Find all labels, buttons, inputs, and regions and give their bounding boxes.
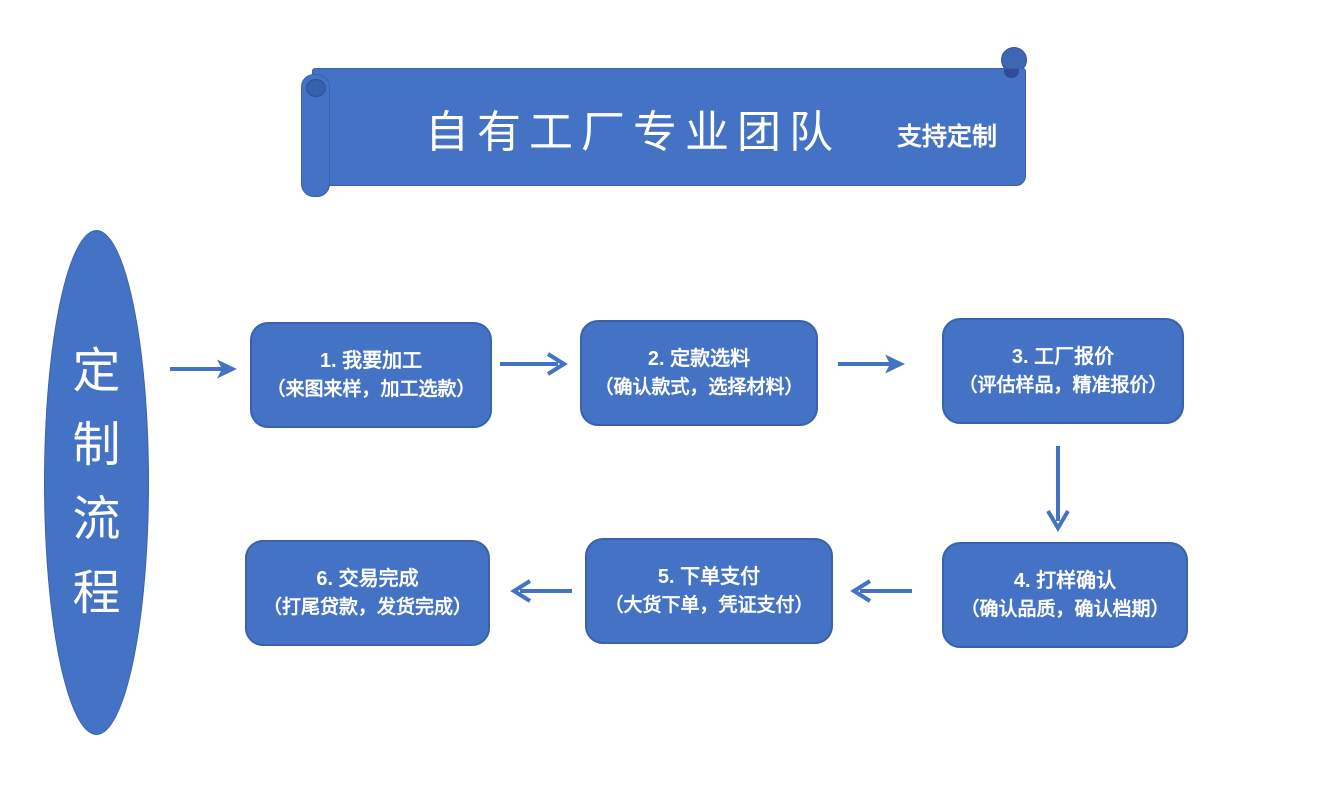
arrow-step3-to-step4 xyxy=(1046,446,1070,532)
arrow-ellipse-to-step1 xyxy=(170,359,237,379)
step-subtitle: （确认款式，选择材料） xyxy=(594,376,804,398)
process-label-char: 程 xyxy=(72,566,121,620)
step-title: 5. 下单支付 xyxy=(657,565,761,588)
step-box-6: 6. 交易完成 （打尾贷款，发货完成） xyxy=(245,540,490,646)
arrow-step5-to-step6 xyxy=(510,579,572,603)
banner-title: 自有工厂专业团队 xyxy=(425,108,841,157)
step-subtitle: （确认品质，确认档期） xyxy=(960,598,1170,620)
arrow-step1-to-step2 xyxy=(500,352,568,376)
step-box-2: 2. 定款选料 （确认款式，选择材料） xyxy=(580,320,818,426)
banner: 自有工厂专业团队 支持定制 xyxy=(312,68,1026,186)
step-title: 3. 工厂报价 xyxy=(1011,345,1115,368)
banner-subtitle: 支持定制 xyxy=(897,124,998,151)
step-title: 1. 我要加工 xyxy=(319,349,423,372)
step-box-1: 1. 我要加工 （来图来样，加工选款） xyxy=(250,322,492,428)
step-box-3: 3. 工厂报价 （评估样品，精准报价） xyxy=(942,318,1184,424)
arrow-step2-to-step3 xyxy=(838,354,905,374)
process-label-char: 定 xyxy=(72,344,121,398)
arrow-step4-to-step5 xyxy=(850,579,912,603)
step-subtitle: （评估样品，精准报价） xyxy=(958,374,1168,396)
scroll-roll-cap xyxy=(306,79,326,97)
scroll-knob-shadow xyxy=(1004,69,1019,78)
step-title: 4. 打样确认 xyxy=(1013,569,1117,592)
step-subtitle: （大货下单，凭证支付） xyxy=(604,594,814,616)
process-label-ellipse: 定 制 流 程 xyxy=(44,230,149,735)
step-title: 6. 交易完成 xyxy=(316,567,419,590)
process-label-char: 制 xyxy=(72,418,121,472)
process-label-char: 流 xyxy=(72,492,121,546)
step-subtitle: （来图来样，加工选款） xyxy=(266,378,476,400)
step-subtitle: （打尾贷款，发货完成） xyxy=(262,596,472,618)
step-box-5: 5. 下单支付 （大货下单，凭证支付） xyxy=(585,538,833,644)
step-box-4: 4. 打样确认 （确认品质，确认档期） xyxy=(942,542,1188,648)
step-title: 2. 定款选料 xyxy=(647,347,751,370)
